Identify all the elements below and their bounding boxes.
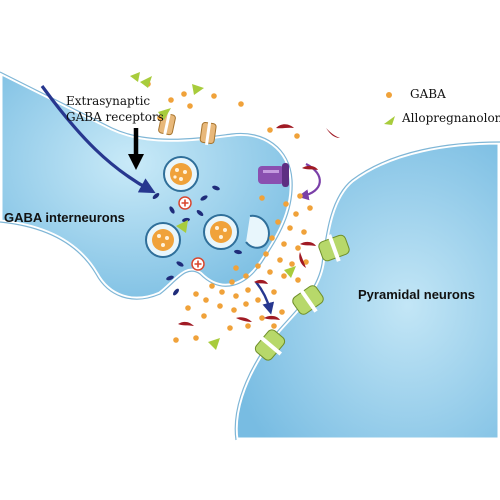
gaba-interneurons-label: GABA interneurons (4, 210, 125, 225)
synaptic-vesicle (204, 215, 238, 249)
plus-marker (179, 197, 191, 209)
pyramidal-neurons-label: Pyramidal neurons (358, 287, 475, 302)
synaptic-vesicle (146, 223, 180, 257)
legend: GABA Allopregnanolone (383, 86, 500, 130)
extrasynaptic-label-line2: GABA receptors (66, 110, 164, 124)
navy-arrow-cleft (256, 282, 270, 310)
allopregnanolone-leaf-icon (383, 112, 397, 126)
plus-marker (192, 258, 204, 270)
gaba-transporter (258, 163, 289, 187)
extrasynaptic-label-line1: Extrasynaptic (66, 94, 150, 108)
extrasynaptic-receptor (200, 120, 217, 146)
legend-allopregnanolone-label: Allopregnanolone (402, 111, 500, 125)
synaptic-vesicle (164, 157, 198, 191)
legend-gaba-label: GABA (410, 87, 446, 101)
gaba-dot-icon (383, 88, 397, 102)
